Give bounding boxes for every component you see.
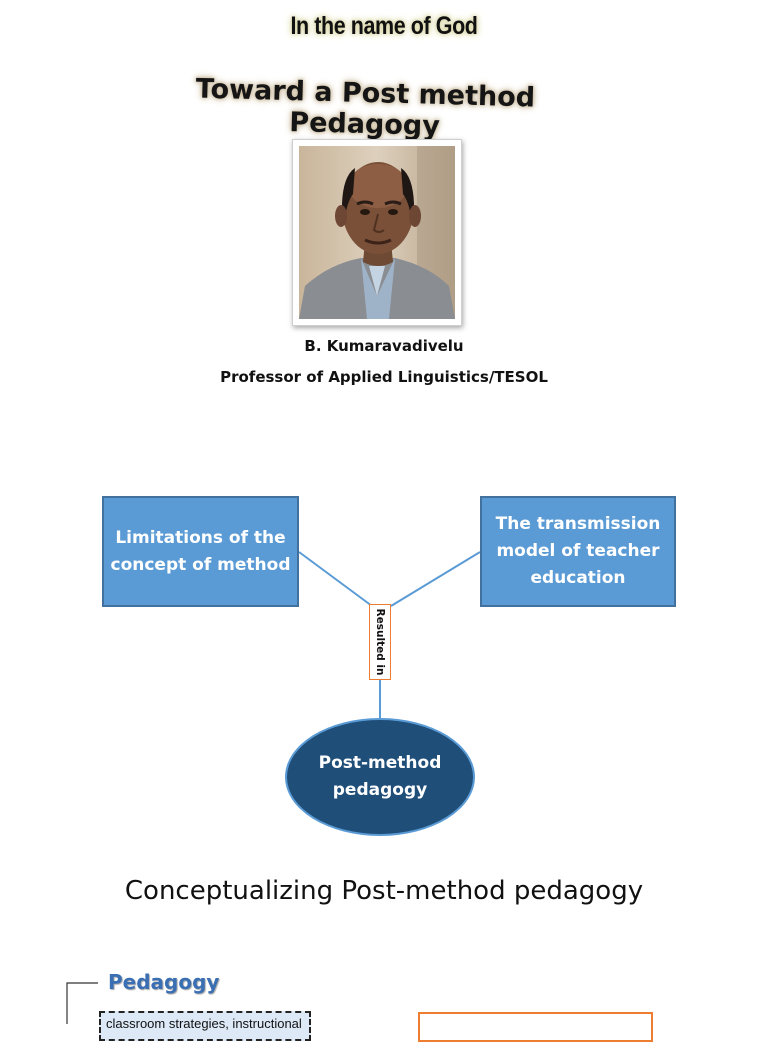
connector-line-right [390, 551, 481, 607]
author-role: Professor of Applied Linguistics/TESOL [220, 368, 548, 386]
top-title: In the name of God [290, 12, 478, 40]
portrait-illustration [299, 146, 455, 319]
resulted-in-label: Resulted in [369, 604, 391, 680]
author-photo [292, 139, 462, 326]
post-method-ellipse: Post-method pedagogy [285, 718, 475, 836]
partial-orange-box [418, 1012, 653, 1042]
author-name: B. Kumaravadivelu [304, 337, 464, 355]
pedagogy-label: Pedagogy [108, 970, 220, 994]
limitations-box: Limitations of the concept of method [102, 496, 299, 607]
classroom-strategies-box: classroom strategies, instructional [99, 1011, 311, 1041]
connector-line-left [298, 551, 373, 607]
transmission-model-box: The transmission model of teacher educat… [480, 496, 676, 607]
section-heading: Conceptualizing Post-method pedagogy [124, 876, 644, 906]
